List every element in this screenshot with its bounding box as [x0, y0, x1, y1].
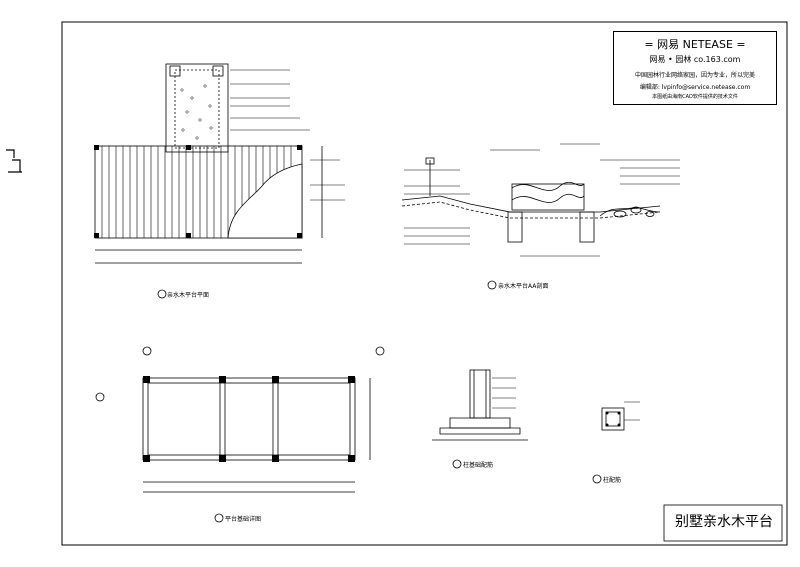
- view-marker-4: [452, 459, 462, 469]
- plan-view: [94, 63, 345, 299]
- side-mark: [6, 149, 22, 173]
- watermark-line-1: = 网易 NETEASE =: [644, 38, 746, 51]
- watermark-line-3: 中国园林行业网络家园，因为专业，所以完美: [634, 72, 755, 79]
- view-caption-5: 柱配筋: [603, 476, 621, 484]
- foundation-view: [95, 346, 385, 523]
- section-view: [401, 143, 680, 290]
- drawing-title: 别墅亲水木平台: [675, 514, 773, 530]
- footing-view: [432, 369, 528, 469]
- watermark-line-2: 网易 • 园林 co.163.com: [649, 55, 741, 64]
- column-view: [592, 401, 640, 484]
- view-marker-2: [487, 280, 497, 290]
- watermark-stamp: = 网易 NETEASE = 网易 • 园林 co.163.com 中国园林行业…: [613, 31, 777, 105]
- view-marker-3: [214, 513, 224, 523]
- view-marker-1: [157, 289, 167, 299]
- watermark-line-5: 本图纸由海南CAD软件提供的技术文件: [652, 94, 738, 100]
- view-caption-2: 亲水木平台AA剖面: [498, 282, 548, 290]
- sheet-border: [61, 21, 788, 546]
- view-caption-3: 平台基础详图: [225, 515, 261, 523]
- view-caption-4: 柱基础配筋: [463, 461, 493, 469]
- view-caption-1: 亲水木平台平面: [167, 291, 209, 299]
- watermark-line-4: 编辑部: lvpinfo@service.netease.com: [639, 84, 751, 91]
- view-marker-5: [592, 474, 602, 484]
- title-frame: [663, 504, 783, 542]
